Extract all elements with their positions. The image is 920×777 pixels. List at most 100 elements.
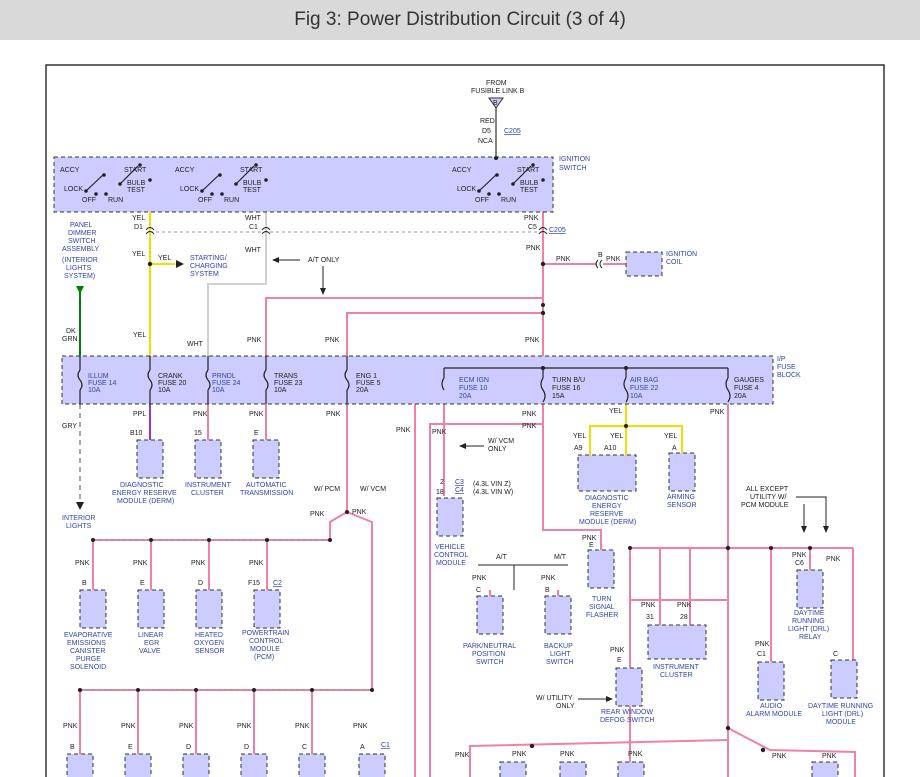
svg-text:GAUGES: GAUGES [734, 377, 764, 384]
svg-text:LOCK: LOCK [180, 186, 199, 193]
fuse-prndl: PRNDL FUSE 24 10A [212, 373, 241, 394]
park-neutral-switch-box [476, 595, 504, 635]
wht-prndl-wire [207, 212, 267, 356]
drl-relay-label: DAYTIME RUNNING LIGHT (DRL) RELAY [788, 610, 829, 641]
svg-text:ASSEMBLY: ASSEMBLY [62, 246, 100, 253]
svg-text:TURN B/U: TURN B/U [552, 377, 585, 384]
title-bar: Fig 3: Power Distribution Circuit (3 of … [0, 0, 920, 40]
pnk-eng-label: PNK [326, 411, 341, 418]
svg-text:(PCM): (PCM) [254, 654, 274, 661]
c4-label: C4 [455, 487, 464, 494]
wpcm-label: W/ PCM [314, 486, 340, 493]
svg-text:HEATED: HEATED [195, 632, 223, 639]
d5-label: D5 [482, 128, 491, 135]
b-label: B [598, 252, 603, 259]
svg-text:AIR BAG: AIR BAG [630, 377, 658, 384]
vin-z-label: (4.3L VIN Z) [473, 481, 511, 488]
e-trans-label: E [254, 430, 259, 437]
starting-label-2: CHARGING [190, 263, 228, 270]
svg-text:DIAGNOSTIC: DIAGNOSTIC [585, 495, 629, 502]
pnk-bottom-7: PNK [455, 752, 470, 759]
pcm-label: POWERTRAIN CONTROL MODULE (PCM) [242, 630, 289, 661]
svg-text:TEST: TEST [243, 187, 262, 194]
svg-text:FUSE 10: FUSE 10 [459, 385, 488, 392]
pnk-cluster2-label-2: PNK [677, 602, 692, 609]
fuse-trans: TRANS FUSE 23 10A [274, 373, 303, 394]
flasher-label: TURN SIGNAL FLASHER [586, 596, 618, 619]
pnk-pcm-label: PNK [310, 511, 325, 518]
svg-text:MODULE (DERM): MODULE (DERM) [579, 519, 636, 526]
starting-label-1: STARTING/ [190, 255, 227, 262]
yel-a10-label: YEL [610, 433, 623, 440]
wht-label-3: WHT [187, 341, 204, 348]
pnk-backup-label: PNK [541, 575, 556, 582]
svg-text:LIGHT (DRL): LIGHT (DRL) [788, 626, 829, 633]
fuse-block-label-3: BLOCK [777, 372, 801, 379]
bottom-box-6 [358, 753, 386, 777]
svg-text:FUSE 22: FUSE 22 [630, 385, 659, 392]
svg-text:ACCY: ACCY [60, 167, 80, 174]
e-flasher-label: E [589, 542, 594, 549]
alarm-label-1: AUDIO [760, 703, 783, 710]
pnk-alarm-label: PNK [755, 641, 770, 648]
svg-text:10A: 10A [274, 387, 287, 394]
wvcm-label: W/ VCM [360, 486, 386, 493]
bottom-box-4 [240, 753, 268, 777]
derm-module-2 [577, 454, 637, 492]
svg-text:SWITCH: SWITCH [546, 659, 574, 666]
vcm-box [436, 497, 464, 537]
svg-text:OFF: OFF [475, 197, 489, 204]
ign-label-1: IGNITION [559, 156, 590, 163]
pcm-box [253, 589, 281, 629]
backup-light-switch-box [544, 595, 572, 635]
ip-fuse-block [61, 355, 774, 405]
svg-text:LINEAR: LINEAR [138, 632, 163, 639]
svg-text:FUSE 5: FUSE 5 [356, 380, 381, 387]
svg-text:ENG 1: ENG 1 [356, 373, 377, 380]
fuse-block-label-1: I/P [777, 356, 786, 363]
pnk-label-1: PNK [524, 215, 539, 222]
svg-text:EGR: EGR [144, 640, 159, 647]
d-o2-label: D [198, 580, 203, 587]
at-only-label: A/T ONLY [308, 257, 340, 264]
c1-bottom-label: C1 [381, 742, 390, 749]
svg-text:FUSE 24: FUSE 24 [212, 380, 241, 387]
svg-text:SENSOR: SENSOR [195, 648, 225, 655]
svg-text:FUSE 23: FUSE 23 [274, 380, 303, 387]
cluster1-label-1: INSTRUMENT [185, 482, 232, 489]
a10-label: A10 [604, 445, 617, 452]
arming-label-1: ARMING [667, 494, 695, 501]
svg-text:10A: 10A [88, 387, 101, 394]
pnk-ecm-label-2: PNK [432, 429, 447, 436]
yel-label-1: YEL [132, 215, 145, 222]
defog-switch-box [615, 667, 643, 707]
vcm-label-3: MODULE [436, 560, 466, 567]
wutil-label-1: W/ UTILITY [536, 695, 573, 702]
svg-text:SOLENOID: SOLENOID [70, 664, 106, 671]
svg-text:ENERGY: ENERGY [592, 503, 622, 510]
ppl-label: PPL [133, 411, 146, 418]
svg-text:10A: 10A [630, 393, 643, 400]
drlmod-label-1: DAYTIME RUNNING [808, 703, 873, 710]
wht-label-2: WHT [245, 247, 262, 254]
svg-text:FUSE 16: FUSE 16 [552, 385, 581, 392]
panel-dimmer-label: PANEL DIMMER SWITCH ASSEMBLY (INTERIOR L… [62, 222, 100, 280]
derm1-label-3: MODULE (DERM) [117, 498, 174, 505]
arming-sensor-box [668, 452, 696, 492]
vin-w-label: (4.3L VIN W) [473, 489, 513, 496]
instrument-cluster-2 [647, 624, 707, 660]
pnk-turn-left [429, 404, 544, 777]
svg-text:CRANK: CRANK [158, 373, 183, 380]
n28-label: 28 [680, 614, 688, 621]
except-label-1: ALL EXCEPT [746, 486, 789, 493]
pnk-o2-label: PNK [191, 560, 206, 567]
svg-text:BULB: BULB [127, 180, 146, 187]
fuse-crank: CRANK FUSE 20 10A [158, 373, 187, 394]
defog-label-2: DEFOG SWITCH [600, 717, 654, 724]
fuse-block-label-2: FUSE [777, 364, 796, 371]
c1-label: C1 [249, 224, 258, 231]
svg-text:TRANS: TRANS [274, 373, 298, 380]
fuse-ecm: ECM IGN FUSE 10 20A [459, 377, 489, 400]
pnk-bottom-9: PNK [560, 751, 575, 758]
svg-text:CANISTER: CANISTER [70, 648, 105, 655]
